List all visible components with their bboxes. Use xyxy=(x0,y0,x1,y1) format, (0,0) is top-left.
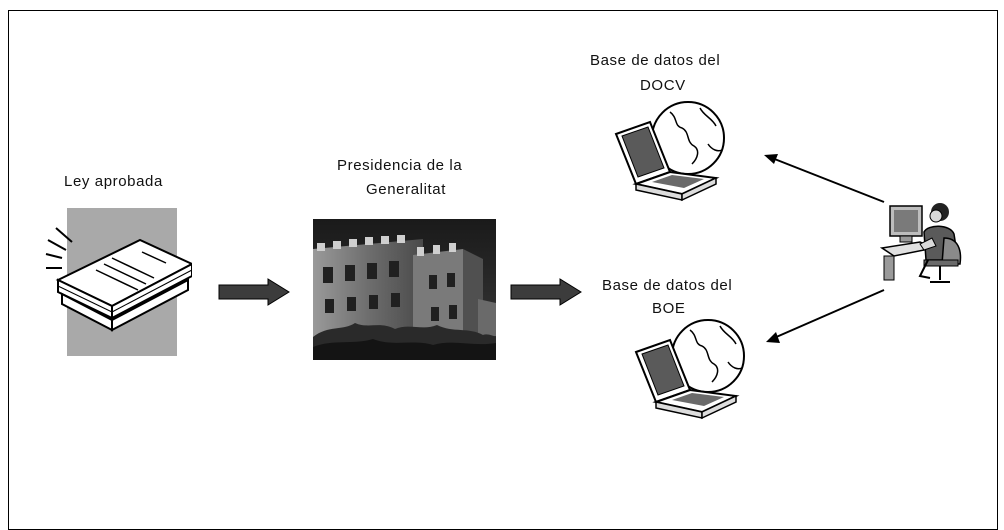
docv-label-line2: DOCV xyxy=(640,77,686,94)
docv-label-line1: Base de datos del xyxy=(590,52,721,69)
document-stack-icon xyxy=(42,206,192,358)
laptop-globe-icon-docv xyxy=(612,98,732,202)
block-arrow-ley-to-presidencia xyxy=(218,278,290,306)
boe-label-line2: BOE xyxy=(652,300,686,317)
boe-label-line1: Base de datos del xyxy=(602,277,733,294)
presidencia-label-line2: Generalitat xyxy=(366,181,446,198)
user-computer-icon xyxy=(880,198,962,286)
block-arrow-presidencia-to-boe xyxy=(510,278,582,306)
building-photo xyxy=(313,219,496,360)
thin-arrow-user-to-boe xyxy=(762,288,886,346)
laptop-globe-icon-boe xyxy=(632,316,752,420)
ley-aprobada-label: Ley aprobada xyxy=(64,173,163,190)
thin-arrow-user-to-docv xyxy=(760,150,886,206)
presidencia-label-line1: Presidencia de la xyxy=(337,157,463,174)
